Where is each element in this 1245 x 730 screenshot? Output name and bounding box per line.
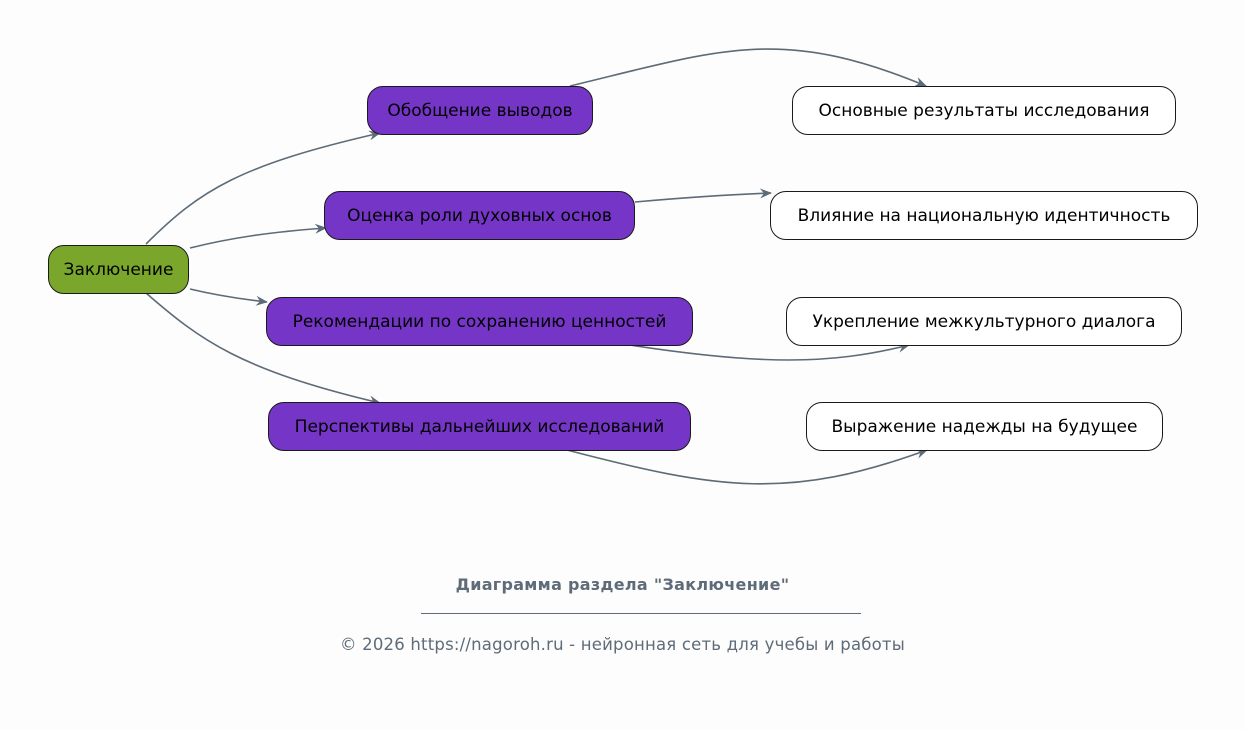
copyright-text: © 2026 https://nagoroh.ru - нейронная се… [340,635,905,654]
node-main-research-results[interactable]: Основные результаты исследования [792,86,1176,135]
node-root-conclusion[interactable]: Заключение [48,245,189,294]
edge-b2-to-l2 [634,188,772,203]
node-label: Перспективы дальнейших исследований [294,416,665,437]
node-spiritual-foundations-role[interactable]: Оценка роли духовных основ [324,191,635,240]
node-hope-for-future[interactable]: Выражение надежды на будущее [806,402,1163,451]
node-label: Влияние на национальную идентичность [797,205,1171,226]
node-label: Укрепление межкультурного диалога [812,311,1156,332]
edge-root-to-b4 [145,292,381,406]
edge-root-to-b2 [189,223,327,249]
edge-root-to-b3 [189,288,268,306]
node-summary-of-findings[interactable]: Обобщение выводов [367,86,593,135]
node-label: Основные результаты исследования [818,100,1150,121]
node-label: Заключение [63,259,174,280]
node-label: Обобщение выводов [387,100,573,121]
node-value-preservation-recommendations[interactable]: Рекомендации по сохранению ценностей [266,297,693,346]
node-future-research-perspectives[interactable]: Перспективы дальнейших исследований [268,402,691,451]
edge-b1-to-l1 [569,48,927,87]
node-national-identity-influence[interactable]: Влияние на национальную идентичность [770,191,1198,240]
edge-root-to-b1 [145,130,381,245]
mind-map-diagram: Заключение Обобщение выводов Оценка роли… [48,48,1198,485]
node-label: Выражение надежды на будущее [831,416,1138,437]
edge-b4-to-l4 [566,449,928,485]
edge-b3-to-l3 [629,342,910,361]
node-intercultural-dialogue[interactable]: Укрепление межкультурного диалога [786,297,1182,346]
node-label: Рекомендации по сохранению ценностей [292,311,667,332]
diagram-caption: Диаграмма раздела "Заключение" [455,575,790,594]
edges-layer [145,48,928,485]
footer-divider [421,613,861,614]
node-label: Оценка роли духовных основ [347,205,612,226]
